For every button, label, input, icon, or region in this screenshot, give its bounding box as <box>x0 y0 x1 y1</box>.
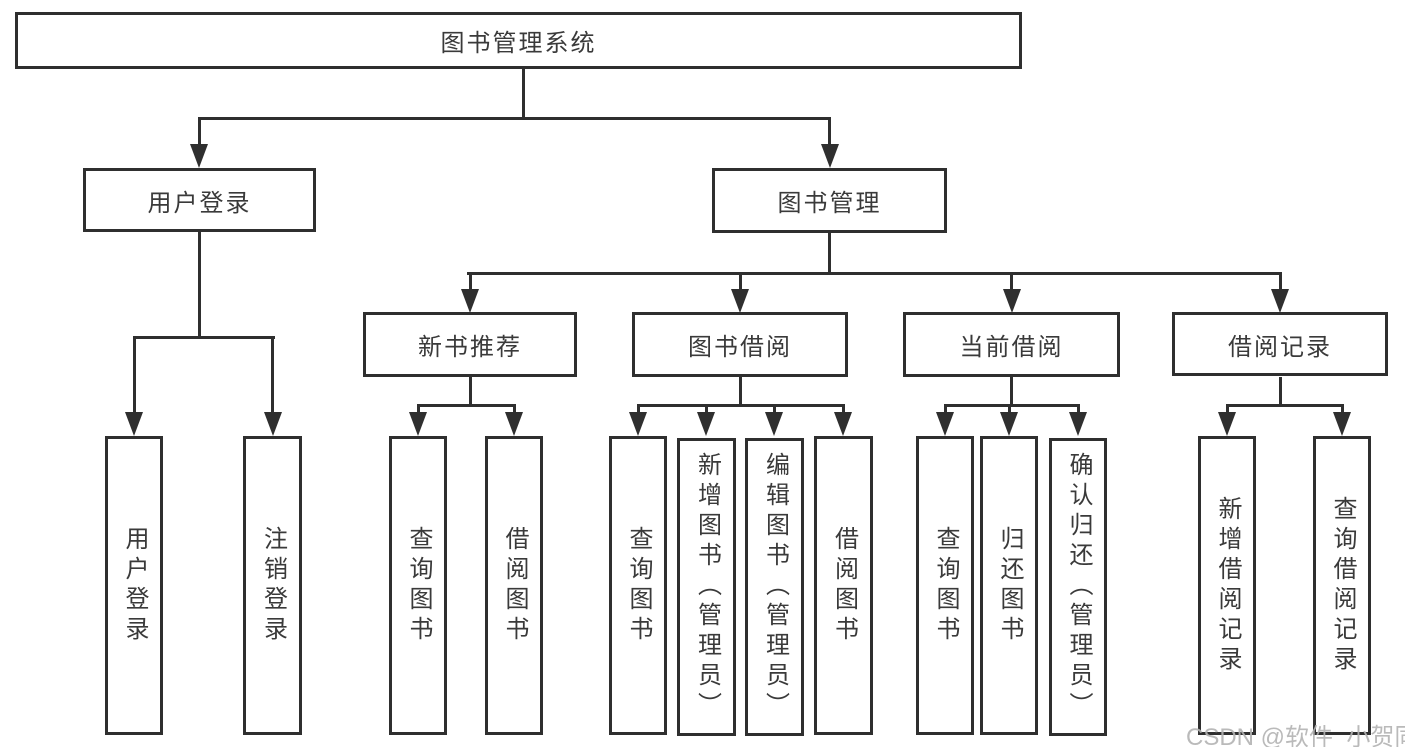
leaf-label: 借阅图书 <box>501 525 528 646</box>
node-book-borrowing: 图书借阅 <box>632 312 848 377</box>
arrowhead-down-icon <box>190 144 208 168</box>
leaf-user-login: 用户登录 <box>105 436 163 735</box>
node-book-management: 图书管理 <box>712 168 947 233</box>
connector-stem <box>1010 273 1013 293</box>
connector-stem <box>1340 405 1344 414</box>
leaf-label: 查询图书 <box>405 525 432 646</box>
leaf-logout: 注销登录 <box>243 436 302 735</box>
arrowhead-down-icon <box>834 412 852 436</box>
leaf-label: 用户登录 <box>121 525 148 646</box>
arrowhead-down-icon <box>461 289 479 313</box>
arrowhead-down-icon <box>765 412 783 436</box>
node-user-login: 用户登录 <box>83 168 316 232</box>
arrowhead-down-icon <box>1002 289 1021 313</box>
leaf-edit-book-admin: 编辑图书（管理员） <box>745 438 804 736</box>
node-label: 借阅记录 <box>1228 333 1332 361</box>
connector-stem <box>1010 377 1013 406</box>
connector-rail <box>416 403 516 407</box>
connector-stem <box>198 232 201 337</box>
leaf-search-books-borrowing: 查询图书 <box>609 436 667 735</box>
connector-stem <box>468 273 472 293</box>
leaf-add-borrow-record: 新增借阅记录 <box>1198 436 1256 735</box>
leaf-label: 新增借阅记录 <box>1214 495 1241 676</box>
connector-stem <box>704 405 708 414</box>
node-borrow-records: 借阅记录 <box>1172 312 1388 376</box>
node-current-borrowing: 当前借阅 <box>903 312 1120 377</box>
leaf-label: 编辑图书（管理员） <box>761 452 789 722</box>
connector-stem <box>416 405 420 414</box>
leaf-label: 注销登录 <box>259 525 287 646</box>
node-label: 当前借阅 <box>959 334 1064 361</box>
connector-level3-rail <box>466 271 1282 275</box>
connector-stem <box>132 337 136 414</box>
node-label: 用户登录 <box>147 189 252 217</box>
connector-rail <box>943 404 1080 407</box>
leaf-label: 新增图书（管理员） <box>693 452 721 722</box>
arrowhead-down-icon <box>820 144 839 168</box>
connector-stem <box>636 405 640 414</box>
connector-stem <box>828 233 831 274</box>
leaf-label: 归还图书 <box>996 525 1023 646</box>
leaf-label: 查询借阅记录 <box>1329 495 1356 676</box>
node-new-book-recommend: 新书推荐 <box>363 312 577 377</box>
node-label: 新书推荐 <box>418 334 522 361</box>
connector-rail <box>132 335 275 339</box>
leaf-search-borrow-record: 查询借阅记录 <box>1313 436 1371 735</box>
leaf-confirm-return-admin: 确认归还（管理员） <box>1049 438 1107 736</box>
watermark-text: CSDN @软件_小贺同学 <box>1186 724 1405 747</box>
connector-rail <box>636 403 845 407</box>
leaf-label: 查询图书 <box>625 525 652 646</box>
connector-stem <box>1007 405 1011 414</box>
connector-stem <box>197 118 201 148</box>
arrowhead-down-icon <box>731 289 749 313</box>
leaf-borrow-books-recommend: 借阅图书 <box>485 436 543 735</box>
node-label: 图书借阅 <box>688 334 792 361</box>
leaf-search-books-current: 查询图书 <box>916 436 974 735</box>
connector-root-stem <box>521 69 525 119</box>
node-root: 图书管理系统 <box>15 12 1022 69</box>
arrowhead-down-icon <box>125 412 143 436</box>
leaf-add-book-admin: 新增图书（管理员） <box>677 438 736 736</box>
arrowhead-down-icon <box>505 412 523 436</box>
leaf-label: 查询图书 <box>932 525 959 646</box>
arrowhead-down-icon <box>1333 412 1351 436</box>
arrowhead-down-icon <box>629 412 647 436</box>
connector-stem <box>828 118 831 148</box>
connector-rail <box>1225 404 1344 407</box>
arrowhead-down-icon <box>936 412 954 436</box>
connector-stem <box>1225 405 1229 414</box>
connector-stem <box>738 273 742 293</box>
connector-stem <box>271 337 274 414</box>
arrowhead-down-icon <box>409 412 427 436</box>
arrowhead-down-icon <box>1069 412 1087 436</box>
connector-stem <box>512 405 516 414</box>
connector-stem <box>468 377 472 406</box>
node-label: 图书管理 <box>777 190 882 217</box>
leaf-search-books-recommend: 查询图书 <box>389 436 447 735</box>
connector-stem <box>772 405 776 414</box>
arrowhead-down-icon <box>263 412 282 436</box>
leaf-label: 确认归还（管理员） <box>1065 452 1092 722</box>
leaf-label: 借阅图书 <box>830 525 858 646</box>
arrowhead-down-icon <box>1000 412 1018 436</box>
arrowhead-down-icon <box>697 412 715 436</box>
connector-stem <box>943 405 947 414</box>
connector-stem <box>738 377 742 406</box>
leaf-return-book: 归还图书 <box>980 436 1038 735</box>
connector-level2-rail <box>197 116 831 120</box>
arrowhead-down-icon <box>1271 289 1289 313</box>
connector-stem <box>1278 273 1282 293</box>
leaf-borrow-books-borrowing: 借阅图书 <box>814 436 873 735</box>
connector-stem <box>1278 377 1282 406</box>
arrowhead-down-icon <box>1218 412 1236 436</box>
connector-stem <box>841 405 845 414</box>
connector-stem <box>1076 405 1080 414</box>
node-root-label: 图书管理系统 <box>440 30 597 57</box>
